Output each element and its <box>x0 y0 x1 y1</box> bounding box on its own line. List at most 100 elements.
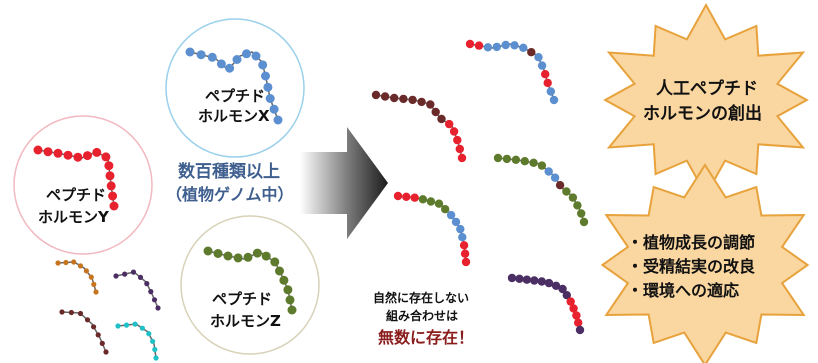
chain-combo-3-bead <box>511 155 521 164</box>
chain-combo-2-bead <box>399 94 408 104</box>
chain-combo-2-bead <box>445 119 454 129</box>
chain-small-brown-bead <box>99 340 105 346</box>
chain-combo-3-bead <box>555 181 565 190</box>
chain-combo-3-bead <box>537 161 547 170</box>
chain-z-bead <box>213 249 223 258</box>
chain-combo-4-bead <box>461 257 471 267</box>
chain-combo-1-bead <box>519 43 528 52</box>
chain-small-cyan-bead <box>132 321 138 327</box>
chain-small-cyan <box>115 321 159 361</box>
chain-small-brown-bead <box>77 310 84 317</box>
chain-combo-4-strand <box>397 195 467 263</box>
chain-small-orange-bead <box>93 289 99 295</box>
burst-bottom-shape <box>600 163 810 363</box>
chain-z-bead <box>279 275 289 285</box>
chain-small-purple-bead <box>122 271 128 277</box>
chain-z-bead <box>233 253 243 263</box>
chain-small-purple-bead <box>137 274 144 280</box>
chain-small-cyan-bead <box>123 322 130 328</box>
chain-combo-2-bead <box>457 153 467 163</box>
chain-combo-5-bead <box>530 276 539 285</box>
hormone-z-label-line2: ホルモンZ <box>210 312 281 330</box>
chain-small-brown-bead <box>95 332 101 338</box>
hormone-y-circle <box>13 115 153 255</box>
hormone-z-circle <box>180 215 320 355</box>
chain-combo-5-bead <box>544 278 554 288</box>
chain-z-bead <box>203 246 213 256</box>
combo-note-line2: 組み合わせは <box>386 308 458 323</box>
chain-small-purple-bead <box>113 273 119 279</box>
transition-arrow <box>300 127 388 239</box>
chain-combo-1-bead <box>483 43 493 52</box>
chain-combo-4-bead <box>446 210 456 220</box>
chain-small-purple-bead <box>151 297 158 303</box>
chain-combo-3-bead <box>573 201 582 210</box>
chain-combo-2-bead <box>453 135 462 145</box>
chain-combo-2-bead <box>449 127 459 136</box>
hormone-y-label-line2: ホルモンY <box>38 208 110 226</box>
chain-small-brown <box>59 309 109 355</box>
chain-y-bead <box>109 201 119 211</box>
chain-combo-3-bead <box>577 209 586 218</box>
chain-combo-1-bead <box>501 40 510 50</box>
chain-small-purple-bead <box>144 281 150 287</box>
chain-y-bead <box>83 151 92 161</box>
chain-x-bead <box>242 49 251 59</box>
chain-z-bead <box>252 248 262 258</box>
chain-y-bead <box>73 152 83 162</box>
chain-x-bead <box>251 51 261 61</box>
combo-note-line3: 無数に存在！ <box>378 328 474 347</box>
chain-combo-2-bead <box>417 97 426 107</box>
chain-combo-2 <box>371 90 467 163</box>
chain-combo-4-bead <box>456 224 465 234</box>
chain-combo-4-bead <box>460 249 470 258</box>
chain-y-bead <box>43 147 53 157</box>
chain-combo-4 <box>393 191 471 267</box>
peptide-chains <box>33 39 589 361</box>
chain-combo-2-bead <box>408 95 417 105</box>
combo-note-line1: 自然に存在しない <box>373 290 469 305</box>
chain-small-brown-strand <box>61 311 107 353</box>
chain-small-orange-bead <box>88 274 94 280</box>
burst-top-line1: 人工ペプチド <box>656 78 758 99</box>
chain-small-cyan-bead <box>139 325 145 331</box>
chain-combo-4-bead <box>410 193 419 202</box>
chain-small-brown-bead <box>84 317 91 323</box>
burst-bottom-item-3: ・環境への適応 <box>627 281 739 300</box>
hormone-z-label-line1: ペプチド <box>212 290 272 308</box>
hormone-y-label-line1: ペプチド <box>46 186 106 204</box>
chain-z-bead <box>287 305 297 315</box>
count-label-line1: 数百種類以上 <box>178 161 280 182</box>
chain-y-bead <box>104 161 114 171</box>
chain-combo-3-bead <box>562 187 571 196</box>
chain-combo-3-bead <box>529 158 538 167</box>
chain-y <box>33 145 119 211</box>
chain-small-orange-bead <box>91 281 97 287</box>
chain-combo-3-bead <box>544 167 553 176</box>
hormone-x-label-line2: ホルモンX <box>198 107 270 125</box>
chain-small-purple <box>113 269 161 311</box>
chain-small-orange-bead <box>71 259 77 265</box>
chain-combo-5-bead <box>515 274 524 283</box>
chain-combo-4-bead <box>458 233 467 242</box>
chain-combo-4-bead <box>459 241 469 250</box>
chain-y-bead <box>108 191 118 201</box>
chain-combo-4-bead <box>418 195 428 204</box>
chain-combo-1-bead <box>465 39 475 49</box>
chain-combo-1-bead <box>537 61 547 70</box>
chain-combo-1-strand <box>469 43 555 101</box>
chain-z-bead <box>261 251 271 261</box>
chain-combo-2-bead <box>426 100 435 109</box>
chain-y-bead <box>105 171 115 181</box>
chain-combo-5-bead <box>537 277 546 286</box>
chain-combo-5-bead <box>562 291 571 300</box>
chain-combo-5-bead <box>566 297 575 306</box>
burst-top-line2: ホルモンの創出 <box>643 103 762 124</box>
chain-small-purple-bead <box>148 289 154 295</box>
chain-x-bead <box>258 60 268 70</box>
chain-combo-3-bead <box>520 157 529 166</box>
chain-small-orange-bead <box>83 268 89 274</box>
chain-small-cyan-bead <box>150 338 156 344</box>
chain-combo-4-bead <box>426 197 436 206</box>
